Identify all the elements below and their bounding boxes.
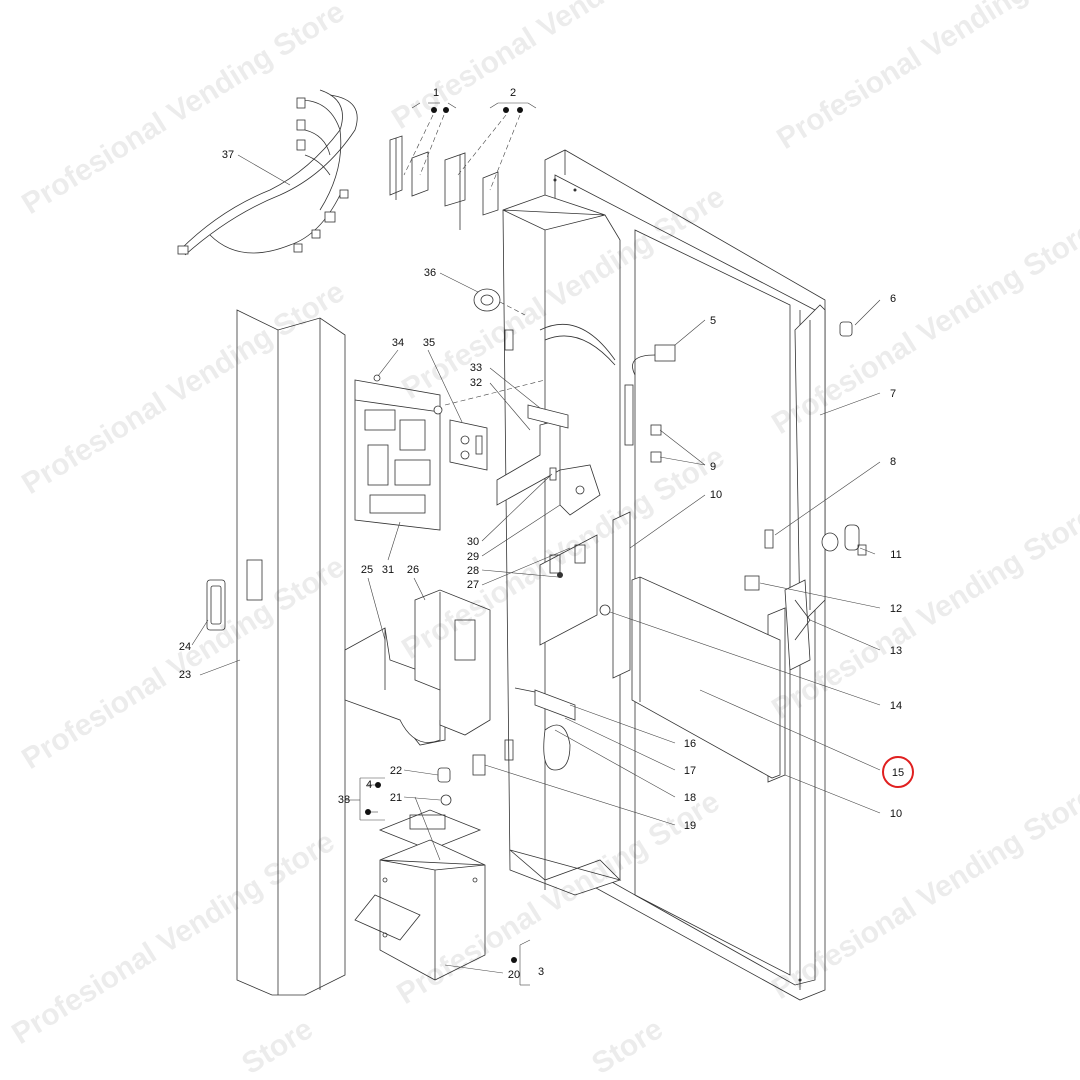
callout-26: 26 [407,564,419,576]
callout-31: 31 [382,564,394,576]
callout-16: 16 [684,738,696,750]
callout-34: 34 [392,337,404,349]
cover-plate-15 [631,576,781,779]
grommet [473,288,501,312]
bracket-12 [744,575,760,591]
coin-return-chute [414,589,491,736]
watermark-fragment: Store [586,1012,669,1080]
watermark-text: Profesional Vending Store [16,0,350,221]
lock-bar-assembly [496,404,601,516]
callout-23: 23 [179,669,191,681]
callout-24: 24 [179,641,191,653]
door-handle [206,579,226,631]
hinge-set-1 [389,135,429,200]
callout-5: 5 [710,315,716,327]
block-19 [472,754,486,776]
watermark-text: Profesional Vending Store [771,0,1080,156]
callout-27: 27 [467,579,479,591]
guide-rail-10-upper [612,511,631,679]
callout-20: 20 [508,969,520,981]
callout-22: 22 [390,765,402,777]
callout-7: 7 [890,388,896,400]
control-board [354,379,441,531]
callout-bullets [365,107,523,963]
callout-18: 18 [684,792,696,804]
bracket-8 [764,529,774,549]
board-screw [373,374,381,382]
callout-21: 21 [390,792,402,804]
callout-30: 30 [467,536,479,548]
coin-box [354,809,486,981]
callout-33: 33 [470,362,482,374]
watermark-text: Profesional Vending Store [386,0,720,136]
callout-25: 25 [361,564,373,576]
mounting-plate [539,534,611,646]
callout-6: 6 [890,293,896,305]
hinge-set-2 [444,152,499,230]
callout-11: 11 [890,549,901,561]
callout-10-lower: 10 [890,808,902,820]
callout-9: 9 [710,461,716,473]
callout-29: 29 [467,551,479,563]
callout-17: 17 [684,765,696,777]
lock-11 [821,524,867,556]
coin-chute [344,627,446,746]
nut-6 [839,321,853,337]
leader-lines [191,102,881,986]
callout-38: 38 [338,794,350,806]
callout-36: 36 [424,267,436,279]
bracket-16-17 [514,687,576,771]
callout-35: 35 [423,337,435,349]
small-pcb [449,419,488,471]
front-door-panel [236,309,346,996]
callout-12: 12 [890,603,902,615]
callout-labels: 1 2 3 4 5 6 7 8 9 10 10 10 11 12 13 14 1… [179,87,904,981]
callout-15: 15 [892,767,904,779]
callout-8: 8 [890,456,896,468]
connector-5 [632,344,676,376]
watermark-fragment: Store [236,1012,319,1080]
callout-13: 13 [890,645,902,657]
callout-1: 1 [433,87,439,99]
screw-28 [557,572,563,578]
callout-28: 28 [467,565,479,577]
callout-19: 19 [684,820,696,832]
callout-32: 32 [470,377,482,389]
coin-box-lock [437,767,452,806]
callout-10-upper: 10 [710,489,722,501]
callout-14: 14 [890,700,902,712]
board-standoff [433,405,443,415]
callout-37: 37 [222,149,234,161]
callout-2: 2 [510,87,516,99]
hinge-rail-7 [794,304,826,626]
callout-4: 4 [366,779,372,791]
wiring-harness [177,89,358,256]
callout-3: 3 [538,966,544,978]
highlight-circle [882,756,914,788]
